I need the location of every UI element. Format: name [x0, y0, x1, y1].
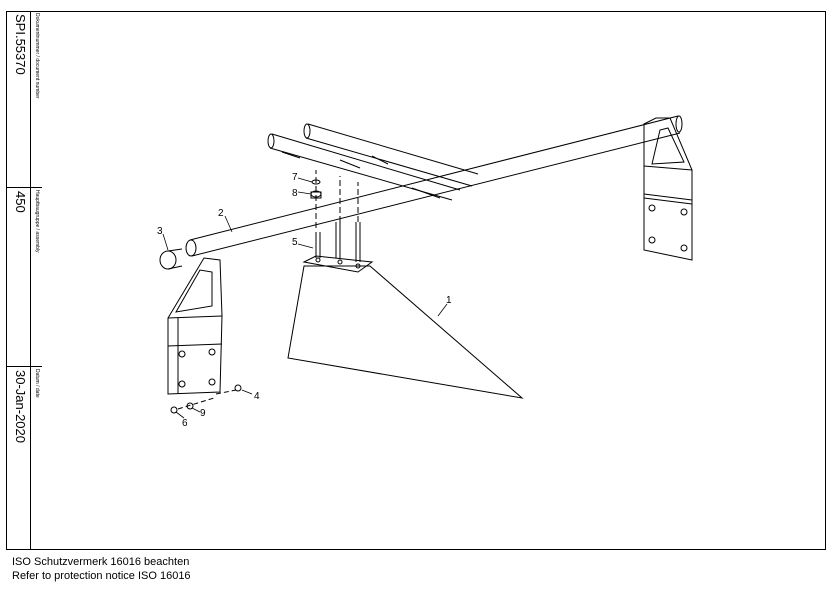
title-block-row-divider [6, 366, 42, 367]
callout-7: 7 [292, 172, 298, 183]
right-bracket [643, 117, 693, 261]
bolts [315, 170, 361, 262]
callout-2: 2 [218, 208, 224, 219]
date-label: Datum / date [34, 369, 40, 398]
date-value: 30-Jan-2020 [13, 370, 28, 443]
end-cap [159, 248, 183, 270]
assembly-drawing: 1 2 3 4 5 6 7 8 9 [157, 115, 693, 429]
callout-4: 4 [254, 391, 260, 402]
callout-6: 6 [182, 418, 188, 429]
callout-8: 8 [292, 188, 298, 199]
document-number: SPI.55370 [13, 14, 28, 75]
callout-leaders [162, 177, 448, 419]
left-bracket [167, 257, 223, 395]
protection-notice-en: Refer to protection notice ISO 16016 [12, 570, 191, 582]
title-block-column-divider [30, 11, 31, 550]
protection-notice-de: ISO Schutzvermerk 16016 beachten [12, 556, 190, 568]
assembly-label: Hauptbaugruppe / assembly [34, 190, 40, 253]
assembly-number: 450 [13, 191, 28, 213]
main-tube [185, 115, 683, 257]
rear-tube-frame [267, 123, 479, 201]
callout-3: 3 [157, 226, 163, 237]
title-block-row-divider [6, 187, 42, 188]
triangle-plate [287, 255, 524, 399]
callout-1: 1 [446, 295, 452, 306]
drawing-frame [6, 11, 826, 550]
callout-9: 9 [200, 408, 206, 419]
small-fasteners [170, 384, 242, 414]
callout-5: 5 [292, 237, 298, 248]
document-number-label: Dokumentnummer / document number [34, 13, 40, 99]
title-block: Dokumentnummer / document number SPI.553… [6, 11, 42, 550]
